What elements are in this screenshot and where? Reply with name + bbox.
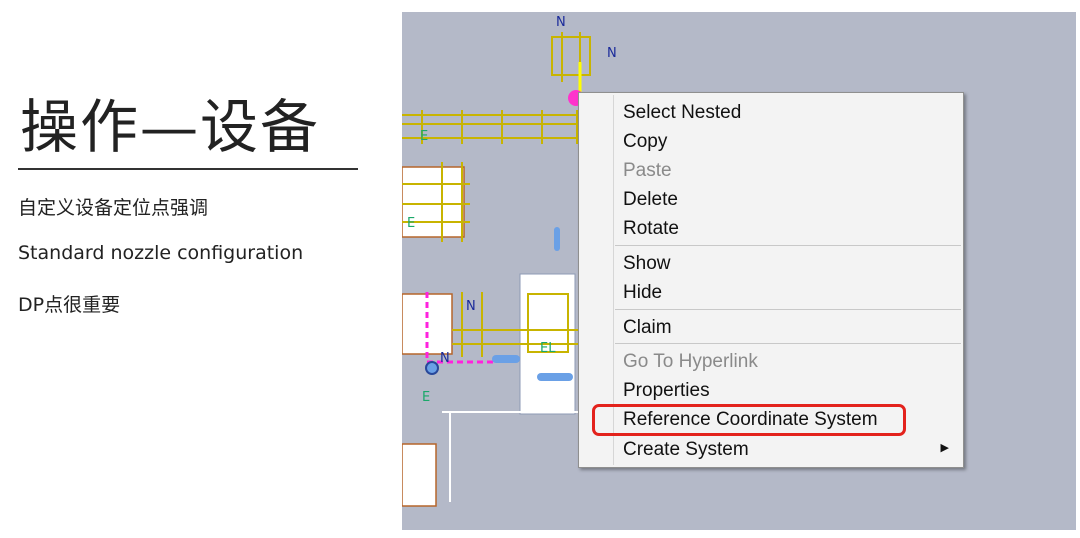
- triangle-right-icon: ▶: [940, 442, 949, 454]
- menu-item-claim[interactable]: Claim: [623, 317, 672, 338]
- east-label-bottom: E: [422, 390, 430, 405]
- north-label-upper: N: [607, 46, 617, 61]
- menu-item-paste[interactable]: Paste: [623, 160, 672, 181]
- bullet-dp-point: DP点很重要: [18, 294, 121, 316]
- east-label-rack: E: [420, 129, 428, 144]
- menu-item-hide[interactable]: Hide: [623, 282, 663, 303]
- menu-item-show[interactable]: Show: [623, 253, 671, 274]
- title-divider: [18, 168, 358, 170]
- menu-icon-gutter: [613, 95, 614, 465]
- bullet-standard-nozzle: Standard nozzle configuration: [18, 242, 304, 264]
- bullet-custom-equipment-point: 自定义设备定位点强调: [18, 197, 209, 219]
- north-label-mid: N: [466, 299, 476, 314]
- el-label: EL: [540, 341, 556, 356]
- menu-item-reference-coordinate-system[interactable]: Reference Coordinate System: [623, 409, 878, 430]
- menu-separator: [615, 343, 961, 344]
- menu-separator: [615, 245, 961, 246]
- highlight-annotation: [592, 404, 906, 436]
- menu-item-properties[interactable]: Properties: [623, 380, 710, 401]
- slide-title: 操作—设备: [20, 93, 321, 161]
- menu-separator: [615, 309, 961, 310]
- menu-item-select-nested[interactable]: Select Nested: [623, 102, 742, 123]
- menu-item-copy[interactable]: Copy: [623, 131, 668, 152]
- east-label-left: E: [407, 216, 415, 231]
- north-label-lower: N: [440, 351, 450, 366]
- menu-item-go-to-hyperlink[interactable]: Go To Hyperlink: [623, 351, 758, 372]
- menu-item-create-system[interactable]: Create System: [623, 439, 749, 460]
- menu-item-rotate[interactable]: Rotate: [623, 218, 679, 239]
- north-label-top: N: [556, 15, 566, 30]
- menu-item-delete[interactable]: Delete: [623, 189, 678, 210]
- plant-model-drawing: N N N N E E E EL: [402, 15, 617, 507]
